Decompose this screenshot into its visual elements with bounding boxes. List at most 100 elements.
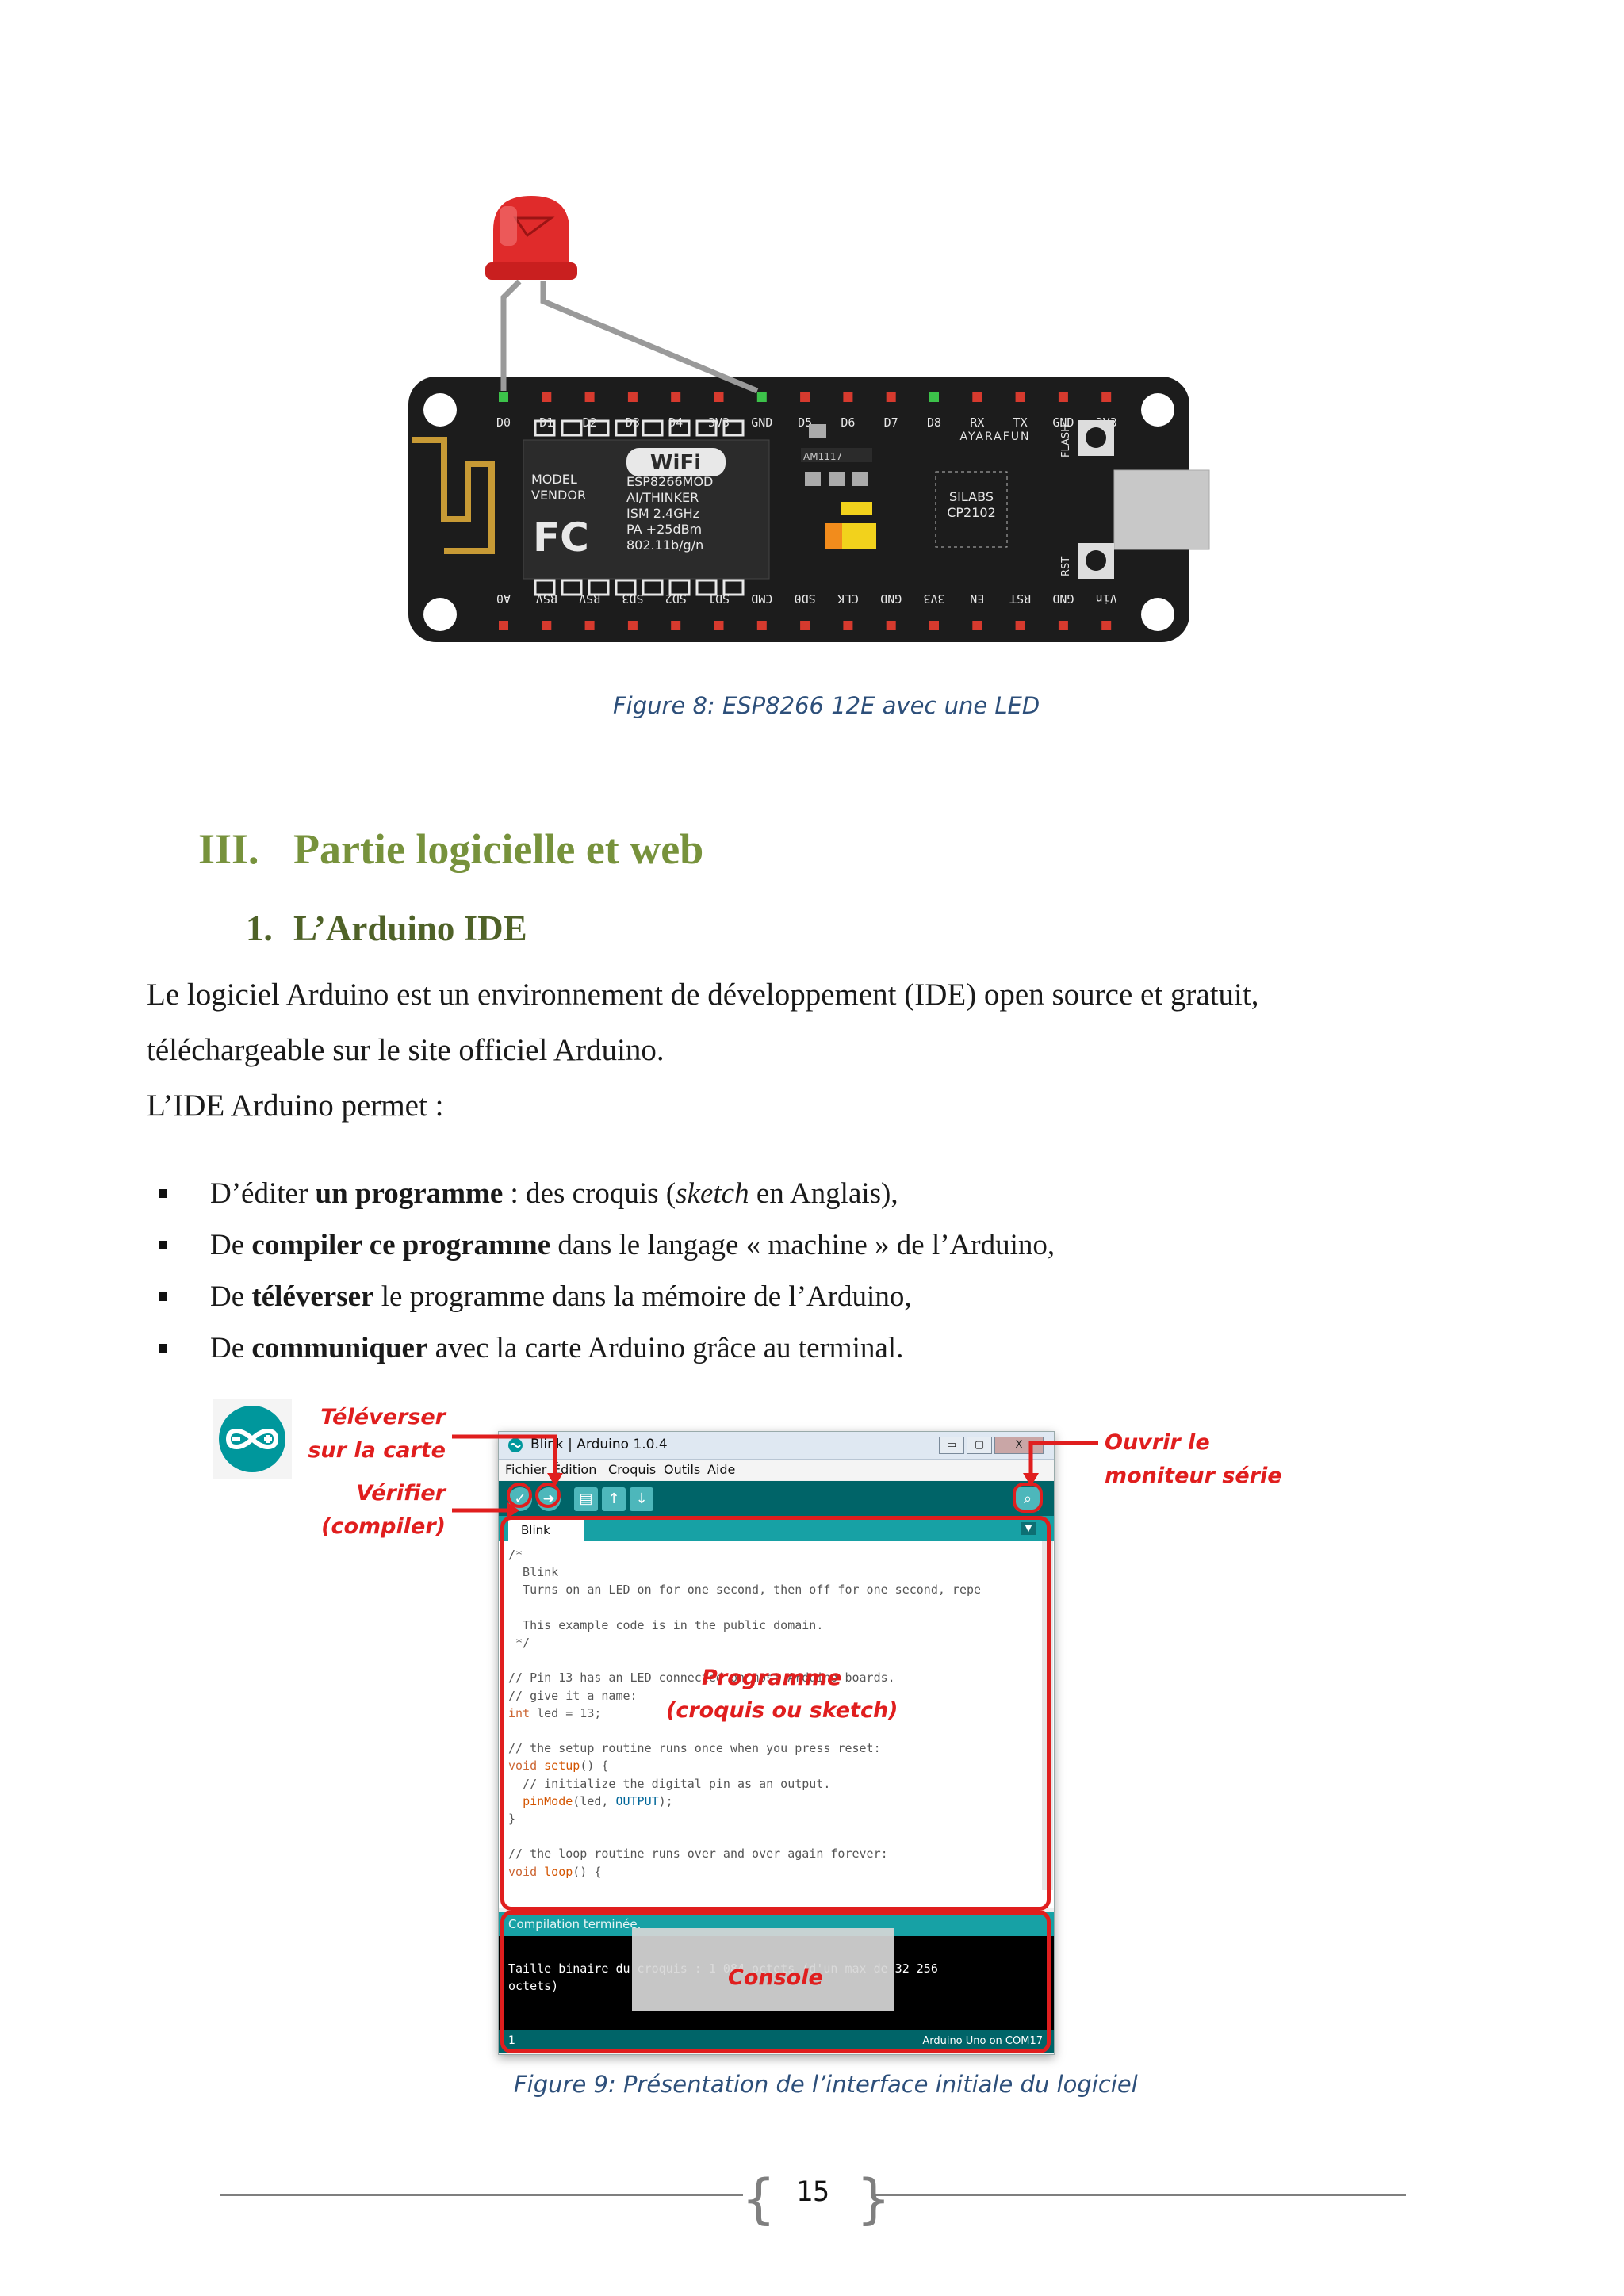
module-pad — [615, 579, 637, 596]
arduino-ide-window: Blink | Arduino 1.0.4 ▭ ▢ X Fichier Édit… — [498, 1431, 1055, 2055]
pin-header-top — [627, 392, 638, 402]
pin-header-top — [499, 392, 508, 402]
flash-label: FLASH — [1060, 424, 1072, 457]
program-highlight — [500, 1516, 1051, 1911]
module-spec-line: PA +25dBm — [626, 522, 702, 537]
brand-label: AYARAFUN — [959, 430, 1030, 443]
footer-rule-right — [875, 2194, 1406, 2196]
callout-monitor-line2: moniteur série — [1105, 1464, 1282, 1488]
serial-monitor-highlight — [1013, 1483, 1043, 1513]
pin-header-bottom — [1101, 621, 1112, 630]
minimize-button[interactable]: ▭ — [939, 1437, 964, 1454]
pin-label-bottom: CLK — [837, 591, 859, 606]
paragraph-intro-3: L’IDE Arduino permet : — [147, 1089, 444, 1123]
callout-monitor-line1: Ouvrir le — [1105, 1430, 1210, 1455]
ide-menu-bar: Fichier Édition Croquis Outils Aide — [499, 1460, 1054, 1480]
console-highlight — [500, 1911, 1051, 2053]
menu-outils[interactable]: Outils — [664, 1462, 701, 1477]
module-pad — [722, 579, 745, 596]
pin-header-top — [714, 392, 724, 402]
pin-header-top — [1015, 392, 1025, 402]
upload-highlight — [535, 1483, 561, 1508]
status-message: Compilation terminée. — [508, 1917, 642, 1931]
pin-header-top — [1101, 392, 1112, 402]
menu-croquis[interactable]: Croquis — [608, 1462, 657, 1477]
section-heading: III. Partie logicielle et web — [198, 825, 703, 874]
subsection-heading: 1.L’Arduino IDE — [246, 908, 527, 949]
rst-label: RST — [1060, 557, 1072, 576]
tab-menu-chevron-icon[interactable]: ▼ — [1021, 1522, 1036, 1535]
list-item: De compiler ce programme dans le langage… — [159, 1219, 1055, 1271]
arrow-up-icon: ↑ — [607, 1490, 620, 1507]
tab-blink[interactable]: Blink — [508, 1520, 584, 1541]
feature-list: D’éditer un programme : des croquis (ske… — [159, 1168, 1055, 1374]
new-sketch-button[interactable]: ▤ — [574, 1487, 598, 1511]
arrow-down-icon: ↓ — [635, 1490, 648, 1507]
ide-status-bar: Compilation terminée. — [499, 1912, 1054, 1936]
code-editor[interactable]: /* Blink Turns on an LED on for one seco… — [499, 1541, 1054, 1908]
pin-label-top: D0 — [496, 415, 511, 430]
arduino-logo-icon — [213, 1399, 292, 1479]
pin-header-bottom — [627, 621, 638, 630]
list-item: D’éditer un programme : des croquis (ske… — [159, 1168, 1055, 1219]
pin-label-top: GND — [1052, 415, 1074, 430]
footer-rule-left — [220, 2194, 743, 2196]
pin-label-bottom: RST — [1009, 591, 1031, 606]
pin-label-bottom: SD0 — [795, 591, 816, 606]
pin-label-top: D3 — [626, 415, 640, 430]
pin-label-bottom: EN — [970, 591, 984, 606]
save-sketch-button[interactable]: ↓ — [630, 1487, 653, 1511]
pin-header-top — [929, 392, 939, 402]
pin-label-bottom: A0 — [496, 591, 511, 606]
paragraph-intro-1: Le logiciel Arduino est un environnement… — [147, 978, 1259, 1012]
close-button[interactable]: X — [994, 1437, 1044, 1454]
menu-aide[interactable]: Aide — [707, 1462, 736, 1477]
pin-label-bottom: 3V3 — [923, 591, 944, 606]
pin-header-top — [671, 392, 681, 402]
menu-fichier[interactable]: Fichier — [505, 1462, 547, 1477]
maximize-button[interactable]: ▢ — [967, 1437, 992, 1454]
paragraph-intro-2: téléchargeable sur le site officiel Ardu… — [147, 1033, 665, 1067]
led-wire-cathode — [540, 281, 759, 394]
pin-header-top — [1058, 392, 1068, 402]
console-label-overlay — [632, 1928, 894, 2011]
callout-console: Console — [728, 1965, 823, 1990]
pin-header-bottom — [843, 621, 853, 630]
module-pad — [722, 419, 745, 437]
section-title: Partie logicielle et web — [293, 825, 704, 873]
module-model-label: MODEL — [531, 472, 577, 487]
figure-9-caption: Figure 9: Présentation de l’interface in… — [514, 2071, 1138, 2098]
fcc-logo: FC — [533, 515, 589, 561]
pin-label-top: TX — [1013, 415, 1028, 430]
arduino-app-icon — [508, 1438, 523, 1452]
red-led — [485, 196, 577, 280]
pin-header-bottom — [714, 621, 724, 630]
menu-edition[interactable]: Édition — [553, 1462, 597, 1477]
subsection-title: L’Arduino IDE — [293, 909, 527, 948]
pin-header-bottom — [929, 621, 939, 630]
pin-label-bottom: Vin — [1096, 591, 1117, 606]
magnifier-icon: ⌕ — [1023, 1490, 1032, 1507]
wifi-logo: WiFi — [650, 451, 701, 475]
pin-header-top — [972, 392, 982, 402]
section-number: III. — [198, 825, 259, 873]
regulator-label: AM1117 — [803, 451, 842, 462]
module-pad — [561, 579, 583, 596]
pin-label-top: D8 — [927, 415, 941, 430]
module-pad — [695, 419, 718, 437]
pin-label-bottom: GND — [1052, 591, 1074, 606]
ide-window-title: Blink | Arduino 1.0.4 — [530, 1437, 668, 1452]
module-pad — [615, 419, 637, 437]
ide-tab-bar: Blink ▼ — [499, 1516, 1054, 1541]
pin-header-bottom — [1015, 621, 1025, 630]
esp8266-led-figure: D0D1D2D3D43V3GNDD5D6D7D8RXTXGND3V3 A0RSV… — [408, 196, 1210, 642]
pin-label-top: D4 — [668, 415, 683, 430]
ide-toolbar: ✓ ➜ ▤ ↑ ↓ ⌕ — [499, 1481, 1054, 1516]
module-spec-line: ESP8266MOD — [626, 474, 713, 489]
open-sketch-button[interactable]: ↑ — [602, 1487, 626, 1511]
module-pad — [642, 419, 664, 437]
callout-verify-line1: Vérifier — [356, 1481, 446, 1506]
pin-label-top: D5 — [798, 415, 812, 430]
usb-chip-line-2: CP2102 — [947, 505, 996, 520]
pin-header-top — [886, 392, 896, 402]
